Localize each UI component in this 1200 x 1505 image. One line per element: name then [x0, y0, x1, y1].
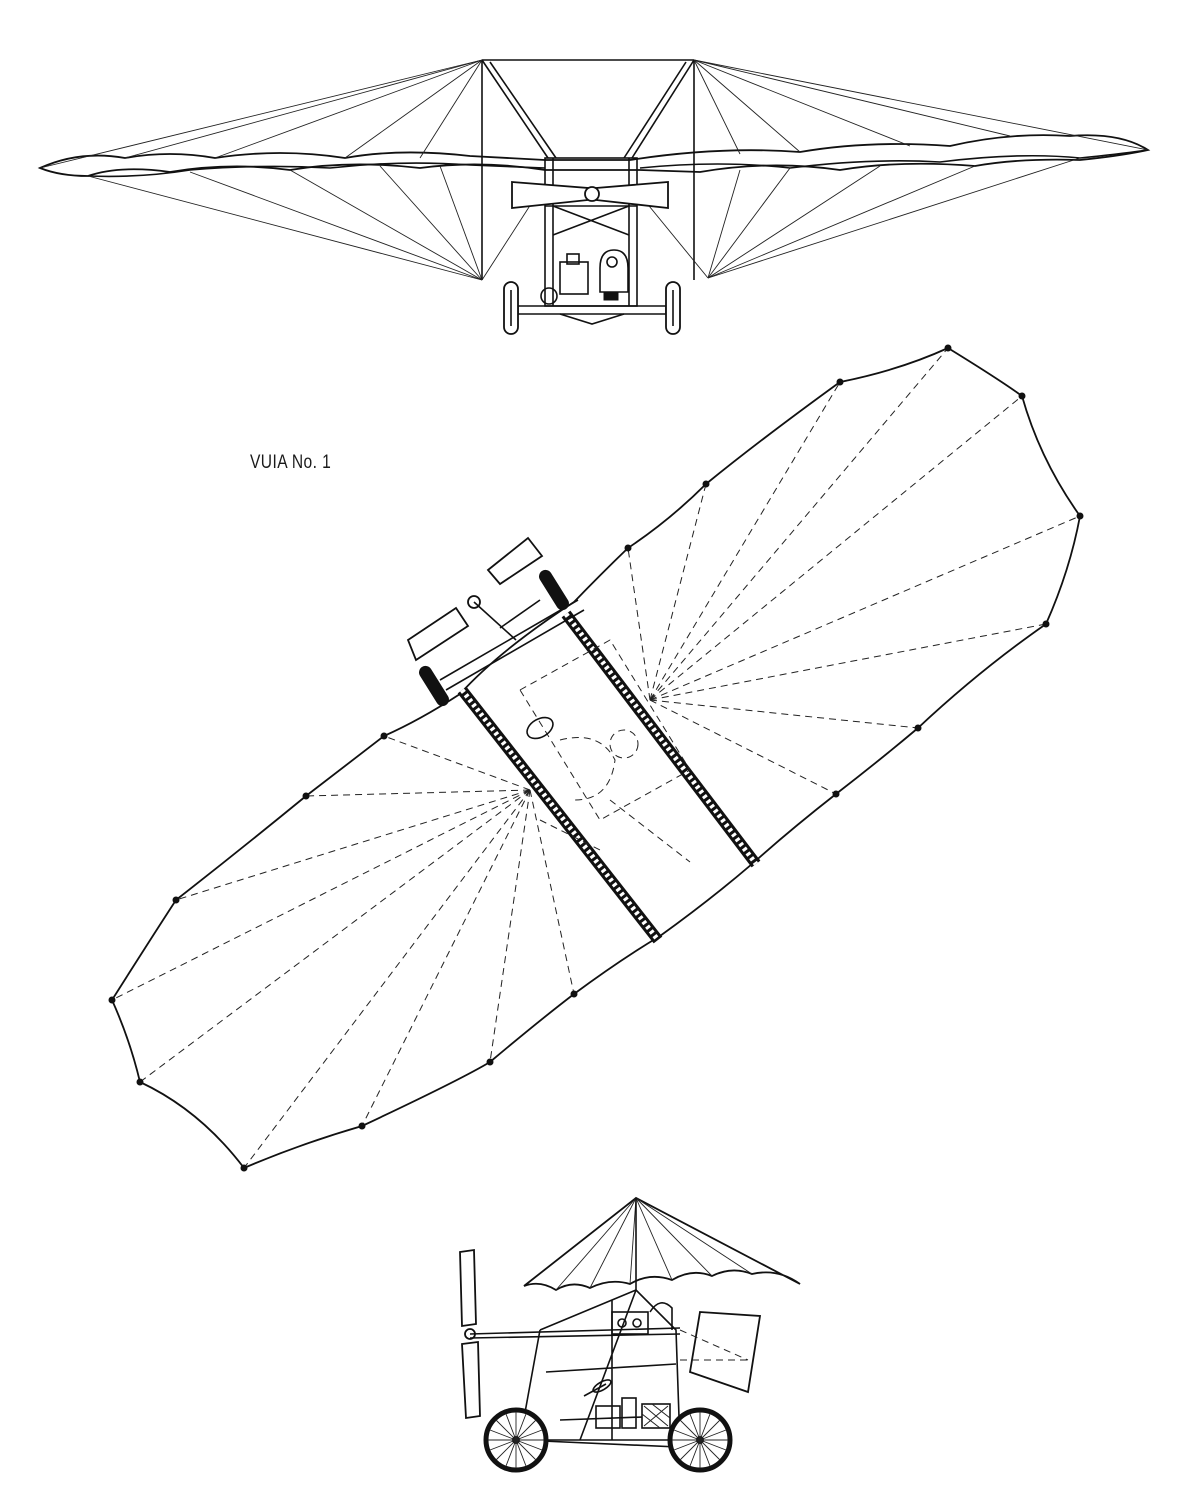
front-view-left-bracing-wires — [39, 59, 541, 281]
plan-view-wheel-1 — [539, 569, 569, 611]
plan-view-fuselage — [519, 639, 691, 863]
plan-view-right-ribs — [627, 347, 1081, 795]
plan-view-wheel-2 — [419, 665, 449, 707]
front-view-wing — [37, 134, 1151, 177]
figure-title-label: VUIA No. 1 — [250, 452, 332, 473]
plan-view-propeller — [406, 536, 585, 691]
side-view-rear-wheel — [667, 1407, 733, 1473]
side-view-wing — [523, 1196, 801, 1292]
side-view-frame — [519, 1289, 681, 1447]
plan-view — [108, 344, 1084, 1172]
side-view-front-wheel — [483, 1407, 549, 1473]
front-view-right-bracing-wires — [635, 59, 1149, 279]
front-view — [37, 59, 1151, 335]
side-view — [459, 1196, 801, 1473]
plan-view-spars — [457, 610, 761, 944]
side-view-rudder — [688, 1311, 762, 1394]
plan-view-left-ribs — [111, 735, 575, 1169]
side-view-propeller — [459, 1248, 481, 1420]
front-view-wing-lower-edge — [87, 149, 1149, 178]
plan-view-rib-tips — [108, 344, 1084, 1172]
side-view-wing-ribs — [555, 1197, 753, 1291]
